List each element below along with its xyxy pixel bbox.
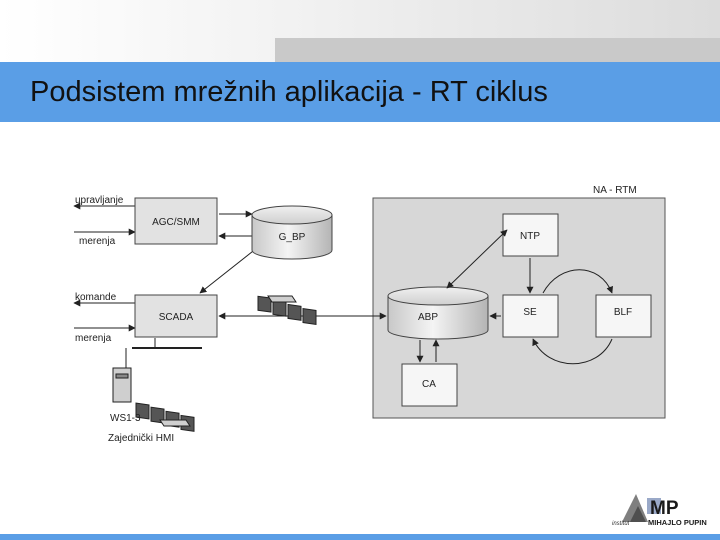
scada-block xyxy=(134,294,218,338)
hmi-label: Zajednički HMI xyxy=(108,433,174,444)
signal-komande: komande xyxy=(75,292,117,303)
blf-block xyxy=(595,294,652,338)
gbp-database xyxy=(251,205,333,260)
workstation-group xyxy=(112,367,195,432)
abp-label: ABP xyxy=(418,312,438,323)
ca-label: CA xyxy=(422,379,436,390)
institute-logo: MP MIHAJLO PUPIN institut xyxy=(608,488,714,530)
gbp-label: G_BP xyxy=(279,232,306,243)
logo-subtitle: MIHAJLO PUPIN xyxy=(648,518,707,527)
na-rtm-label: NA - RTM xyxy=(593,185,637,196)
se-block xyxy=(502,294,559,338)
signal-upravljanje: upravljanje xyxy=(75,195,124,206)
agc-smm-label: AGC/SMM xyxy=(152,217,200,228)
logo-institut: institut xyxy=(612,521,630,527)
signal-merenja-agc: merenja xyxy=(79,236,116,247)
ntp-block xyxy=(502,213,559,257)
monitor-group-gbp xyxy=(257,295,317,325)
slide-title: Podsistem mrežnih aplikacija - RT ciklus xyxy=(30,76,548,108)
ntp-label: NTP xyxy=(520,231,540,242)
scada-label: SCADA xyxy=(159,312,194,323)
footer-stripe xyxy=(0,534,720,540)
title-bar: Podsistem mrežnih aplikacija - RT ciklus xyxy=(0,62,720,122)
ca-block xyxy=(401,363,458,407)
logo-brand: MP xyxy=(650,498,679,519)
abp-database xyxy=(387,286,489,340)
blf-label: BLF xyxy=(614,307,632,318)
ws-label: WS1-3 xyxy=(110,413,141,424)
se-label: SE xyxy=(523,307,537,318)
agc-smm-block xyxy=(134,197,218,245)
header-gray-band xyxy=(275,38,720,62)
signal-merenja-scada: merenja xyxy=(75,333,112,344)
